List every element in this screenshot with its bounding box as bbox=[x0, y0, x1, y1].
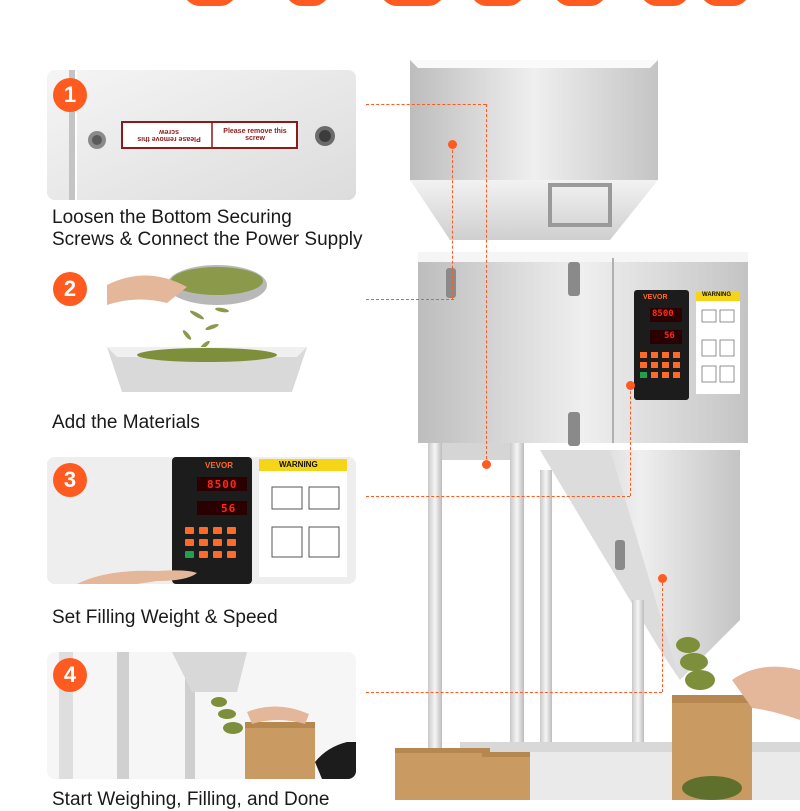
header-fragment bbox=[640, 0, 690, 6]
panel-display-weight: 8500 bbox=[207, 478, 238, 491]
filling-bag-illustration bbox=[59, 652, 356, 779]
machine-display-speed: 56 bbox=[664, 331, 675, 341]
machine-display-weight: 8500 bbox=[652, 309, 674, 319]
leader-line-2-vertical bbox=[452, 145, 453, 299]
header-fragment bbox=[183, 0, 237, 6]
header-fragment bbox=[380, 0, 445, 6]
step-2-image bbox=[47, 265, 356, 392]
leader-line-3-vertical bbox=[630, 386, 631, 496]
warning-label: WARNING bbox=[279, 460, 318, 469]
header-fragment bbox=[553, 0, 607, 6]
filling-machine: VEVOR 8500 56 WARNING bbox=[360, 40, 800, 800]
panel-brand: VEVOR bbox=[205, 461, 234, 470]
step-1-image: Please remove this screw Please remove t… bbox=[47, 70, 356, 200]
leader-line-2 bbox=[366, 299, 454, 300]
leader-line-4-vertical bbox=[662, 578, 663, 692]
leader-line-1-vertical bbox=[486, 104, 487, 464]
header-fragment bbox=[700, 0, 750, 6]
machine-panel-brand: VEVOR bbox=[643, 294, 668, 301]
leader-dot-4 bbox=[658, 574, 667, 583]
step-3-image: VEVOR 8500 56 WARNING bbox=[47, 457, 356, 584]
filling-machine-illustration bbox=[395, 60, 800, 800]
machine-warning-label: WARNING bbox=[702, 292, 731, 298]
leader-line-3 bbox=[366, 496, 630, 497]
step-1-caption: Loosen the Bottom Securing Screws & Conn… bbox=[52, 207, 363, 250]
leader-dot-2 bbox=[448, 140, 457, 149]
panel-display-speed: 56 bbox=[221, 502, 237, 515]
step-3-caption: Set Filling Weight & Speed bbox=[52, 607, 278, 628]
header-strip bbox=[0, 0, 800, 10]
header-fragment bbox=[285, 0, 330, 6]
leader-line-4 bbox=[366, 692, 662, 693]
step-4-badge: 4 bbox=[53, 658, 87, 692]
step-1-badge: 1 bbox=[53, 78, 87, 112]
step-3-badge: 3 bbox=[53, 463, 87, 497]
control-panel-illustration bbox=[47, 457, 356, 584]
leader-dot-3 bbox=[626, 381, 635, 390]
step-4-image bbox=[47, 652, 356, 779]
screw-label-right: Please remove this screw bbox=[223, 128, 287, 142]
screw-label-left: Please remove this screw bbox=[137, 128, 201, 142]
step-2-badge: 2 bbox=[53, 272, 87, 306]
leader-line-1 bbox=[366, 104, 486, 105]
machine-backplate-illustration bbox=[47, 70, 356, 200]
pouring-tea-illustration bbox=[107, 265, 307, 392]
step-2-caption: Add the Materials bbox=[52, 412, 200, 433]
header-fragment bbox=[470, 0, 525, 6]
leader-dot-1 bbox=[482, 460, 491, 469]
step-4-caption: Start Weighing, Filling, and Done bbox=[52, 789, 330, 810]
